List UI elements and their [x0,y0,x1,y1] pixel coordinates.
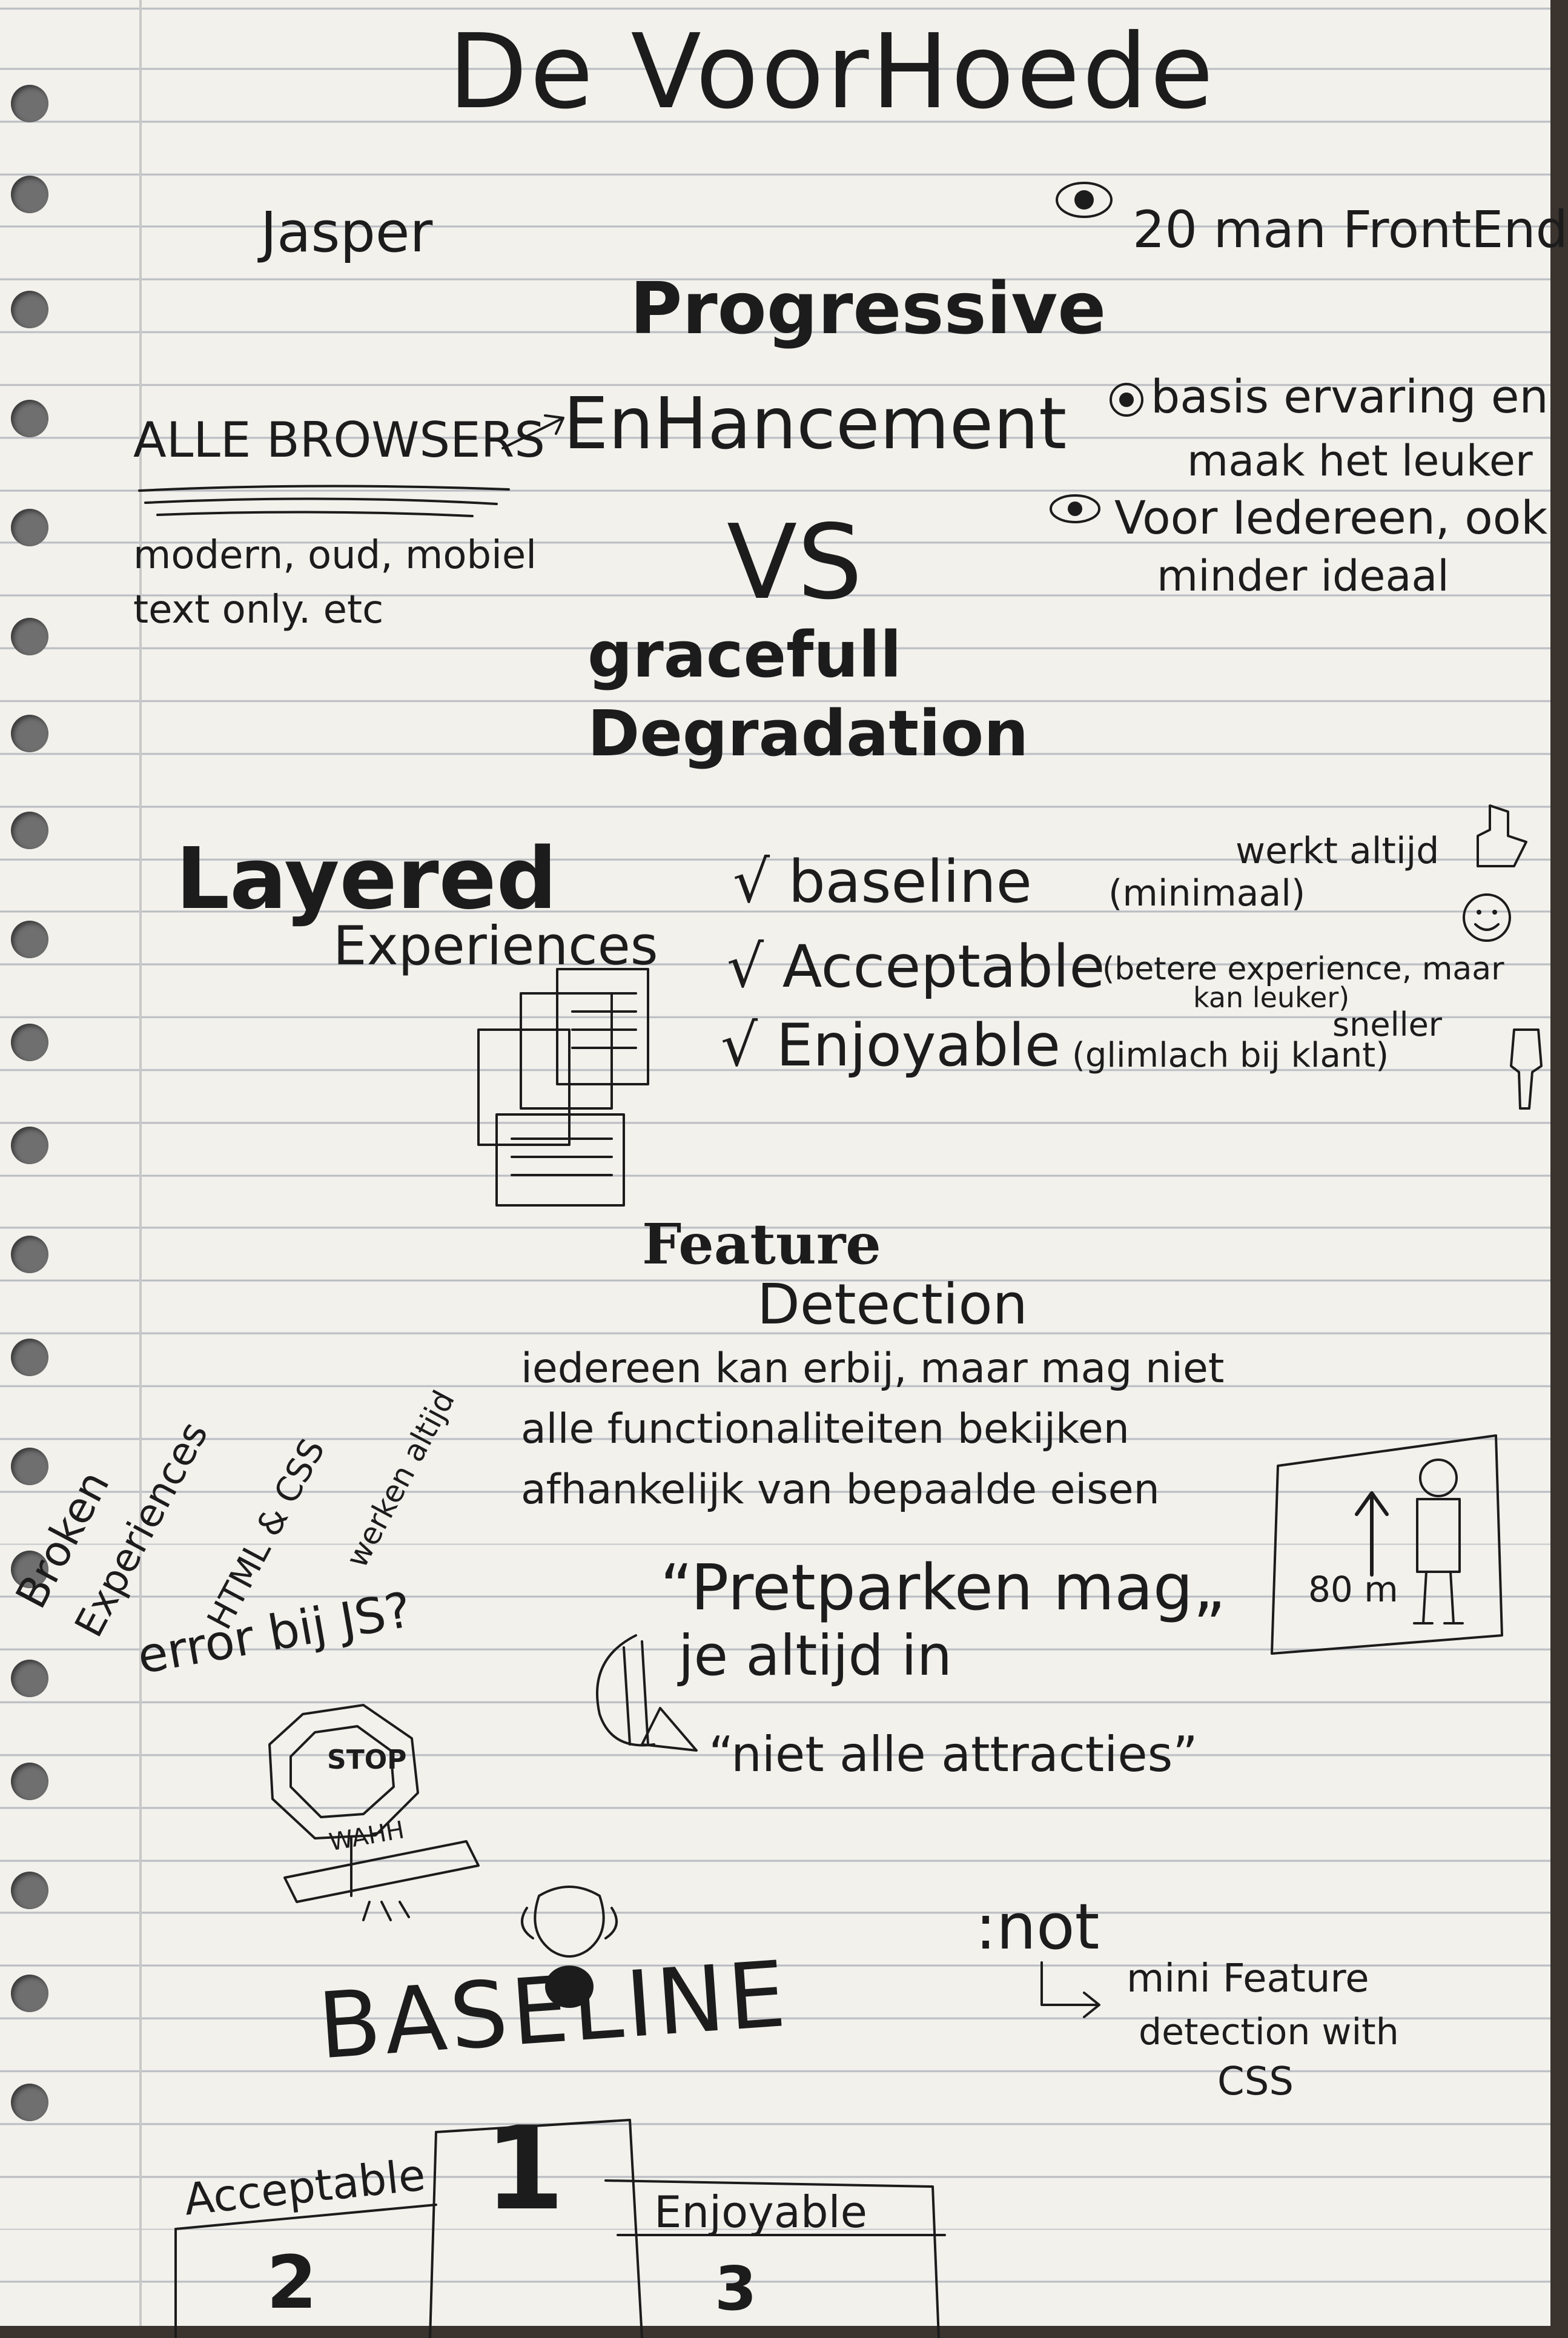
arrow-icon [501,414,564,449]
binder-hole [11,176,48,213]
margin-line [139,0,142,2326]
binder-hole [11,1236,48,1273]
pretpark-quote-3: “niet alle attracties” [709,1726,1198,1783]
binder-hole [11,509,48,546]
pe-note-2b: minder ideaal [1157,551,1449,601]
not-note-3: CSS [1217,2059,1294,2104]
binder-hole [11,1127,48,1164]
binder-hole [11,291,48,328]
degradation-heading: Degradation [587,697,1029,770]
thumbs-up-icon [1477,804,1527,867]
layer-note-acceptable: (betere experience, maar [1102,951,1504,987]
layer-note-werkt: werkt altijd [1236,830,1440,872]
eye-icon [1056,182,1113,218]
browsers-list: modern, oud, mobiel [133,533,537,578]
vs-heading: VS [727,503,863,623]
pretpark-quote-2: je altijd in [678,1623,953,1688]
binder-hole [11,2084,48,2121]
podium-third: 3 [715,2253,757,2324]
layer-item-acceptable: √ Acceptable [727,933,1105,1001]
experiences-heading: Experiences [333,915,658,977]
binder-hole [11,1024,48,1061]
layer-item-baseline: √ baseline [733,848,1032,916]
not-selector: :not [975,1890,1100,1964]
binder-hole [11,921,48,958]
pe-note-1: basis ervaring en [1151,369,1549,423]
error-question: error bij JS? [133,1581,415,1685]
layer-note-leuker: kan leuker) [1193,981,1350,1014]
height-board-sketch [1271,1434,1503,1655]
binder-hole [11,1551,48,1588]
podium-sketch [174,2119,946,2338]
pe-note-2: Voor Iedereen, ook [1114,491,1548,545]
pointing-hand-icon [1510,1028,1543,1110]
stacked-pages-icon [477,968,649,1207]
smiley-icon [1463,893,1511,942]
layer-note-enjoyable: (glimlach bij klant) [1072,1036,1389,1075]
podium-first: 1 [485,2102,565,2236]
layer-note-sneller: sneller [1332,1005,1443,1044]
detection-heading: Detection [757,1272,1028,1337]
layer-note-baseline: (minimaal) [1108,872,1306,915]
height-label: 80 m [1308,1569,1398,1610]
stop-label: STOP [327,1744,407,1775]
feature-text-2: alle functionaliteiten bekijken [521,1405,1130,1453]
binder-hole [11,812,48,849]
podium-second: 2 [266,2241,317,2325]
podium-third-label: Enjoyable [654,2187,867,2237]
arrow-icon [1040,1961,1100,2018]
not-note-1: mini Feature [1126,1956,1369,2001]
feature-text-3: afhankelijk van bepaalde eisen [521,1466,1160,1514]
progressive-heading: Progressive [630,267,1107,350]
binder-hole [11,1763,48,1800]
binder-hole [11,400,48,437]
stop-sign-icon [268,1704,480,1921]
binder-hole [11,618,48,655]
gracefull-heading: gracefull [587,618,902,692]
binder-hole [11,715,48,752]
baseline-heading: BASELINE [315,1941,793,2080]
enhancement-heading: EnHancement [563,382,1067,465]
speaker-name: Jasper [260,200,433,265]
pe-note-1b: maak het leuker [1187,436,1533,486]
page-title: De VoorHoede [448,12,1216,132]
binder-hole [11,1448,48,1485]
pretpark-quote-1: “Pretparken mag„ [660,1551,1226,1624]
person-on-podium-sketch [521,1886,618,2008]
binder-hole [11,85,48,122]
binder-hole [11,1660,48,1697]
browsers-heading: ALLE BROWSERS [133,412,546,468]
binder-hole [11,1975,48,2012]
werken-altijd-text: werken altijd [339,1385,462,1574]
layered-heading: Layered [176,830,557,929]
binder-hole [11,1872,48,1909]
not-note-2: detection with [1139,2011,1399,2053]
attraction-sketch [596,1634,698,1752]
feature-text-1: iedereen kan erbij, maar mag niet [521,1345,1225,1393]
layer-item-enjoyable: √ Enjoyable [721,1012,1060,1079]
feature-heading: Feature [642,1211,881,1277]
eye-icon [1110,383,1143,417]
binder-hole [11,1339,48,1376]
browsers-list-2: text only. etc [133,588,384,632]
team-note: 20 man FrontEnd [1133,200,1568,259]
eye-icon [1050,494,1100,523]
underline-scribble [138,485,510,517]
